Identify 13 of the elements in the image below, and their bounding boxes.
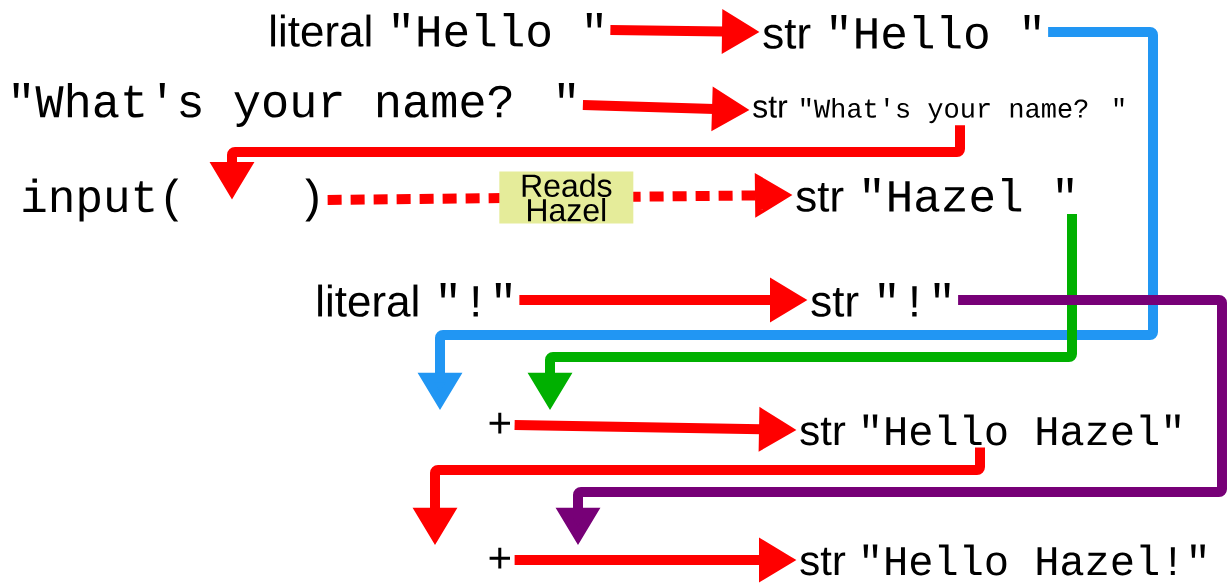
code-text: input( ) <box>23 178 318 222</box>
code-text: literal "Hello " <box>271 13 602 47</box>
code-text: "What's your name? " <box>13 83 575 127</box>
code-text: str "Hello " <box>763 15 1040 49</box>
edge-label: Reads Hazel <box>499 171 634 224</box>
code-text: + <box>489 547 510 569</box>
code-text: literal "!" <box>318 283 511 317</box>
code-text: str "Hello Hazel!" <box>800 544 1205 576</box>
code-text: str "!" <box>811 283 950 317</box>
code-text: str "What's your name? " <box>753 96 1124 124</box>
code-text: + <box>489 412 510 434</box>
code-text: str "Hello Hazel" <box>800 414 1180 446</box>
code-text: str "Hazel " <box>796 178 1073 212</box>
